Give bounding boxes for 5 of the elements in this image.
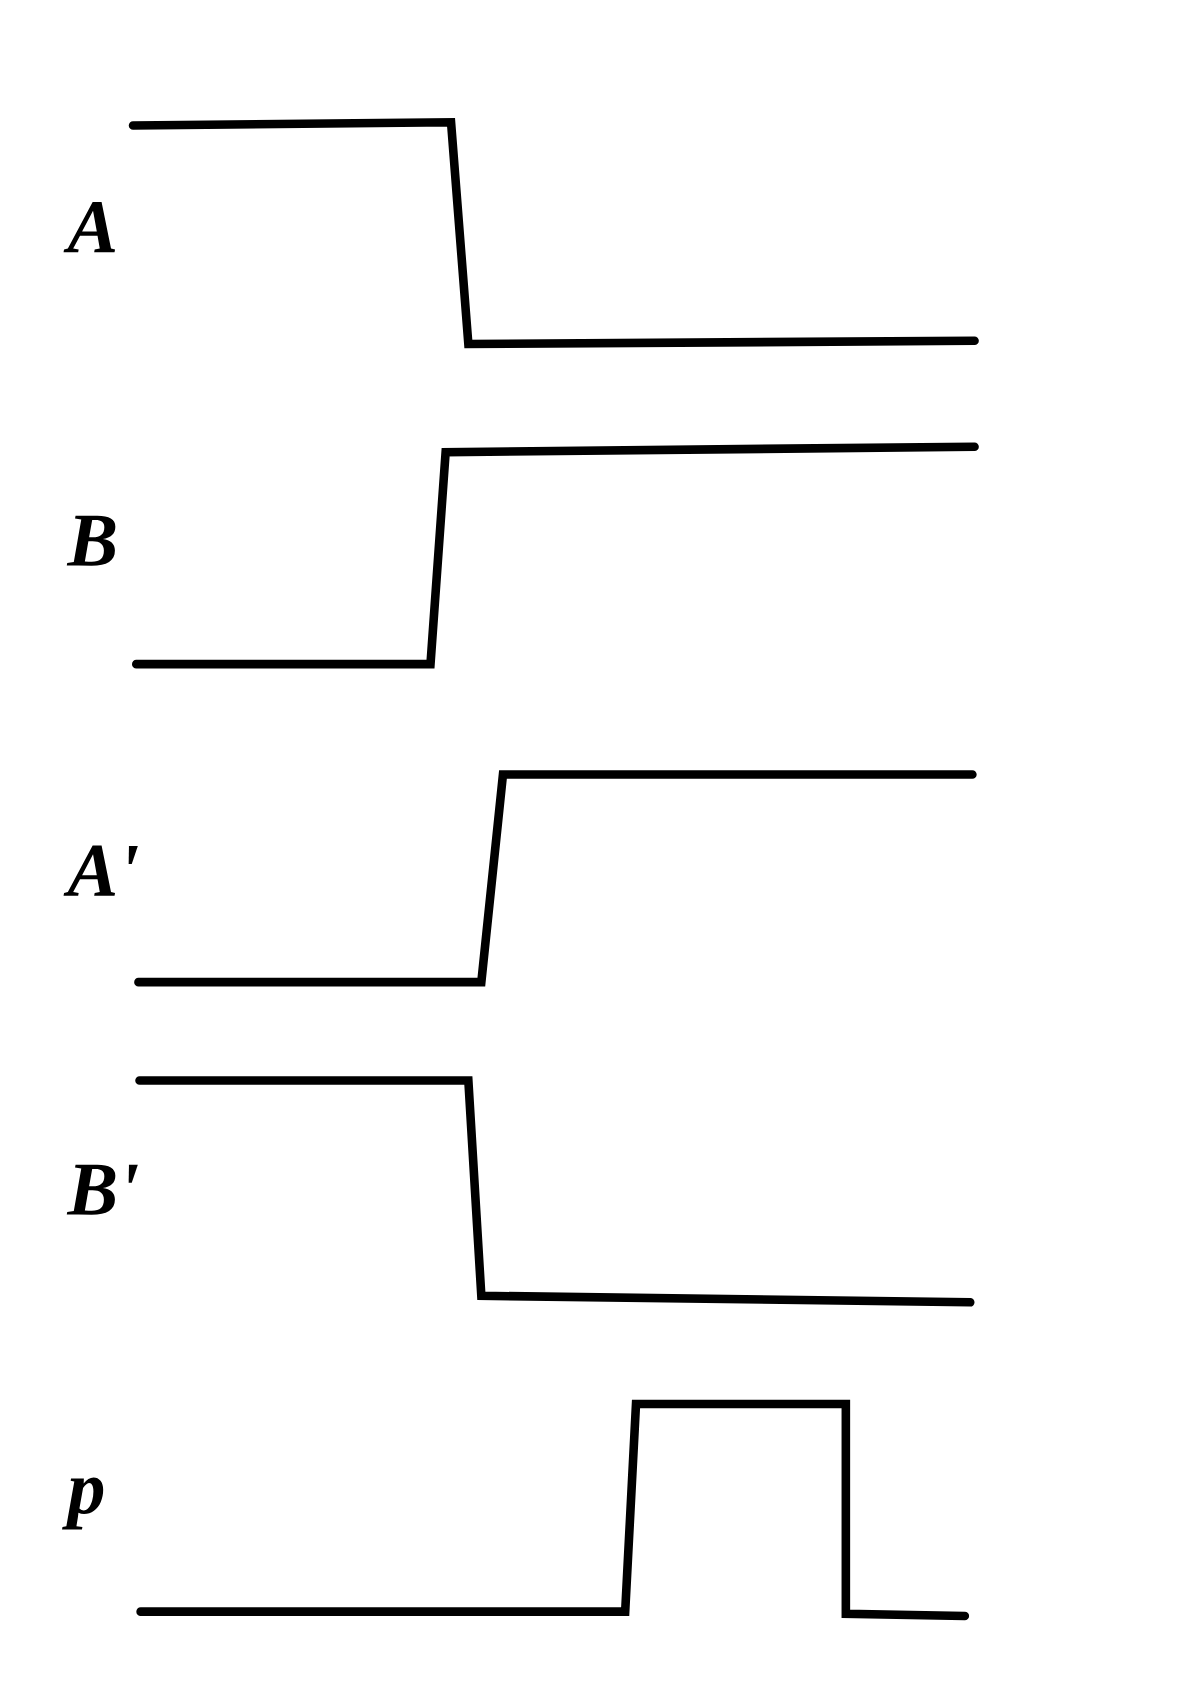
signal-label: B' bbox=[66, 1164, 138, 1215]
signal-label: B bbox=[66, 515, 116, 566]
signal-label: A bbox=[63, 202, 115, 253]
signal-label: A' bbox=[63, 845, 138, 896]
signal-label: p bbox=[61, 1477, 103, 1530]
